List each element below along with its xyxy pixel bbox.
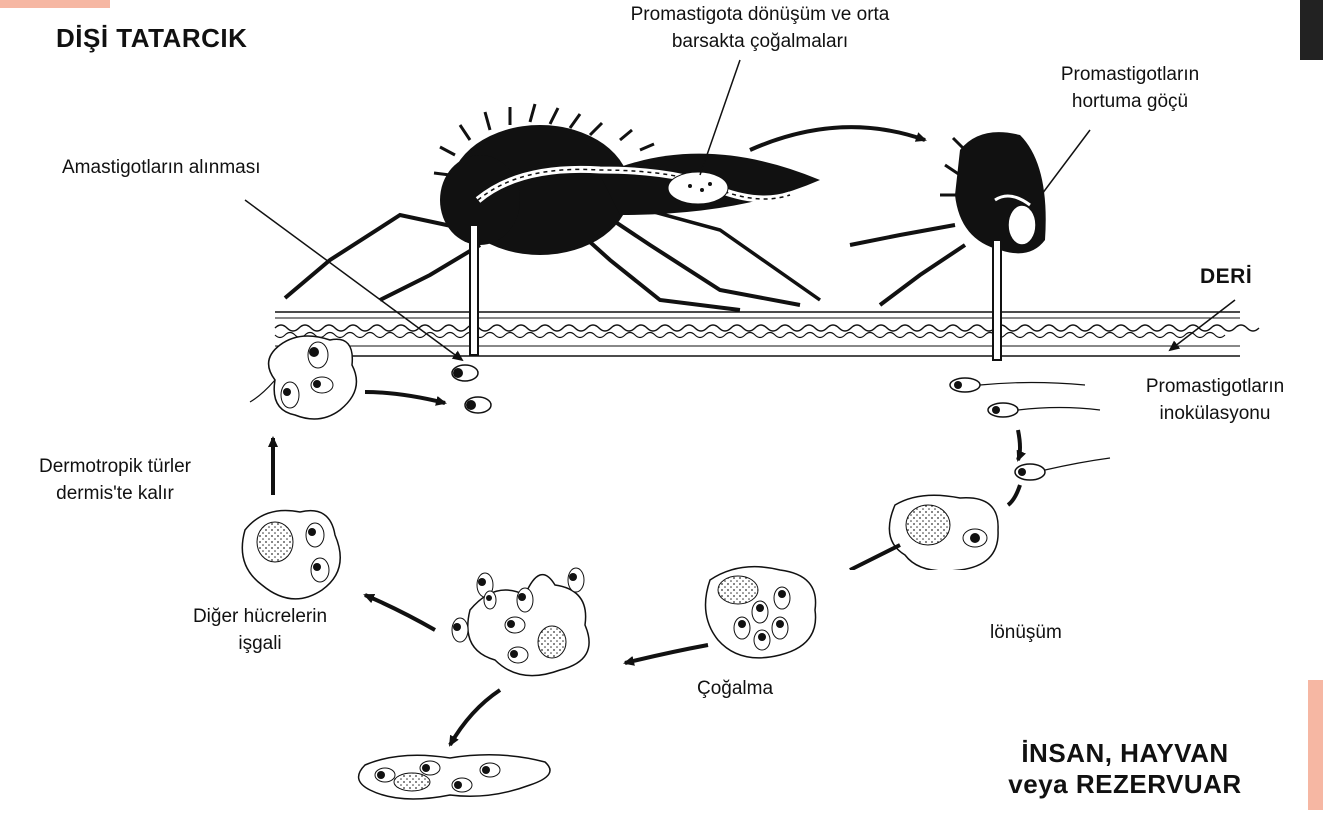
label-promastigote-transformation-line2: barsakta çoğalmaları bbox=[570, 29, 950, 56]
label-dermotropic-line2: dermis'te kalır bbox=[5, 481, 225, 508]
occlusion-patch bbox=[820, 570, 990, 710]
label-invasion-line1: Diğer hücrelerin bbox=[150, 604, 370, 631]
label-inoculation-line1: Promastigotların bbox=[1110, 374, 1320, 401]
label-female-sandfly: DİŞİ TATARCIK bbox=[56, 20, 247, 56]
label-proboscis-migration-line1: Promastigotların bbox=[1020, 62, 1240, 89]
label-host-line1: İNSAN, HAYVAN bbox=[960, 738, 1290, 769]
label-amastigote-uptake: Amastigotların alınması bbox=[62, 155, 261, 182]
label-invasion: Diğer hücrelerin işgali bbox=[150, 604, 370, 657]
arrow-fly-to-fly bbox=[750, 127, 925, 150]
corner-block-top-right bbox=[1300, 0, 1323, 60]
label-dermotropic-line1: Dermotropik türler bbox=[5, 454, 225, 481]
label-transformation: lönüşüm bbox=[990, 620, 1062, 647]
macrophage-rupture bbox=[452, 568, 589, 676]
cell-bottom-elongated bbox=[359, 755, 550, 799]
macrophage-invaded bbox=[242, 510, 340, 598]
label-promastigote-transformation: Promastigota dönüşüm ve orta barsakta ço… bbox=[570, 2, 950, 55]
label-proboscis-migration: Promastigotların hortuma göçü bbox=[1020, 62, 1240, 115]
arrow-macrophage-to-uptake bbox=[365, 392, 445, 403]
skin-layer bbox=[275, 300, 1259, 360]
arrow-phagocytosis-to-transform bbox=[850, 545, 900, 570]
label-promastigote-transformation-line1: Promastigota dönüşüm ve orta bbox=[570, 2, 950, 29]
label-inoculation-line2: inokülasyonu bbox=[1110, 401, 1320, 428]
corner-accent-top-left bbox=[0, 0, 110, 8]
arrow-inoculation-down bbox=[1018, 430, 1020, 460]
label-invasion-line2: işgali bbox=[150, 631, 370, 658]
label-multiplication: Çoğalma bbox=[697, 676, 773, 703]
corner-accent-right bbox=[1308, 680, 1323, 810]
arrow-rupture-to-invasion bbox=[365, 595, 435, 630]
arrow-to-phagocytosis bbox=[1008, 485, 1020, 505]
macrophage-phagocytosis bbox=[889, 495, 998, 571]
macrophage-top-left bbox=[250, 336, 356, 419]
label-skin: DERİ bbox=[1200, 262, 1252, 291]
label-dermotropic: Dermotropik türler dermis'te kalır bbox=[5, 454, 225, 507]
arrow-rupture-down bbox=[450, 690, 500, 745]
label-proboscis-migration-line2: hortuma göçü bbox=[1020, 89, 1240, 116]
macrophage-multiplication bbox=[706, 567, 816, 658]
amastigotes-uptake bbox=[452, 365, 491, 413]
label-host-line2: veya REZERVUAR bbox=[960, 769, 1290, 800]
promastigotes-inoculated bbox=[950, 378, 1110, 480]
label-host: İNSAN, HAYVAN veya REZERVUAR bbox=[960, 738, 1290, 800]
label-inoculation: Promastigotların inokülasyonu bbox=[1110, 374, 1320, 427]
arrow-multiplication-to-rupture bbox=[625, 645, 708, 663]
